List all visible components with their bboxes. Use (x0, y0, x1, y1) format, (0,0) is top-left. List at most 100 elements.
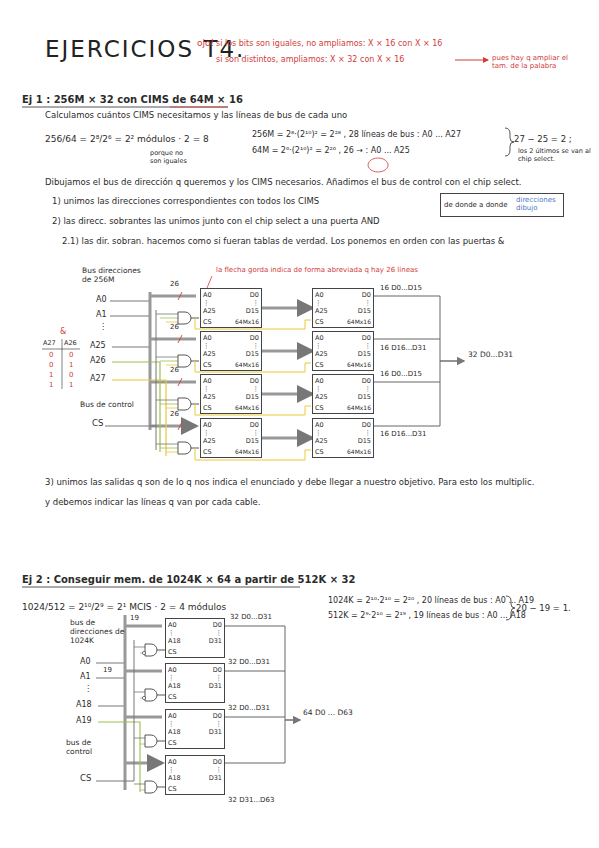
control-wire (96, 640, 134, 781)
note-text: 16 D16...D31 (380, 344, 426, 352)
pin-label: A0 ⋮ A18 (168, 666, 184, 690)
pin-label: CS (315, 318, 324, 326)
note-text: A26 (64, 340, 77, 348)
control-wire (105, 310, 156, 450)
memory-chip: A0 ⋮ A25CSD0 ⋮ D1564Mx16 (200, 418, 262, 458)
brace (505, 128, 514, 156)
note-text: Ej 2 : Conseguir mem. de 1024K × 64 a pa… (22, 574, 355, 586)
note-text: 2) las direcc. sobrantes las unimos junt… (52, 216, 380, 226)
note-text: 0 (69, 371, 73, 379)
gate-input (134, 647, 145, 784)
data-wire (374, 296, 440, 426)
gate-output (191, 318, 199, 448)
note-text: 1 (69, 381, 73, 389)
note-text: si los bits son iguales, no ampliamos: X… (216, 39, 442, 49)
note-text: 20 − 19 = 1. (516, 603, 571, 613)
pin-label: D0 ⋮ D31 (206, 758, 222, 782)
chip-select-wire (195, 318, 311, 460)
note-text: CS (80, 773, 91, 783)
note-text: 0 (49, 361, 53, 369)
pin-label: CS (168, 739, 177, 747)
page-title: EJERCICIOS T4. (45, 36, 245, 64)
note-text: A1 (96, 310, 107, 320)
pin-label: CS (315, 361, 324, 369)
note-text: bus de control (66, 738, 108, 756)
pin-label: CS (315, 448, 324, 456)
note-text: ⋮ (84, 684, 92, 694)
note-text: porque no son iguales (150, 150, 195, 166)
chip-model: 64Mx16 (347, 404, 371, 412)
note-text: 2.1) las dir. sobran. hacemos como si fu… (62, 236, 592, 246)
pin-label: A0 ⋮ A25 (203, 334, 219, 358)
note-text: 1) unimos las direcciones correspondient… (52, 196, 319, 206)
heading-underline (22, 107, 228, 108)
chip-model: 64Mx16 (235, 448, 259, 456)
pin-label: A0 ⋮ A25 (203, 377, 219, 401)
note-text: 32 D0...D31 (468, 350, 513, 359)
memory-chip: A0 ⋮ A18CSD0 ⋮ D31 (165, 663, 225, 703)
address-connector (262, 350, 312, 353)
address-connector (262, 393, 312, 396)
chip-model: 64Mx16 (235, 361, 259, 369)
note-text: ojo! (197, 38, 214, 49)
pin-label: D0 ⋮ D15 (243, 334, 259, 358)
note-text: A27 (90, 374, 106, 384)
memory-chip: A0 ⋮ A25CSD0 ⋮ D1564Mx16 (312, 374, 374, 414)
note-text: Bus de control (80, 400, 134, 409)
box-text: direcciones dibujo (516, 196, 560, 213)
note-text: 1024K = 2¹⁰·2¹⁰ = 2²⁰ , 20 líneas de bus… (328, 596, 534, 606)
memory-chip: A0 ⋮ A25CSD0 ⋮ D1564Mx16 (312, 418, 374, 458)
address-bus (149, 292, 152, 430)
note-text: Ej 1 : 256M × 32 con CIMS de 64M × 16 (22, 94, 243, 106)
note-text: 256/64 = 2⁸/2⁶ = 2² módulos · 2 = 8 (45, 134, 209, 145)
note-text: ⋮ (99, 322, 107, 332)
note-text: los 2 últimos se van al chip select. (518, 148, 596, 164)
note-text: 32 D31...D63 (228, 796, 274, 804)
note-text: 3) unimos las salidas q son de lo q nos … (45, 477, 593, 487)
note-text: CS (92, 418, 103, 428)
gate-input (140, 653, 145, 790)
note-text: si son distintos, ampliamos: X × 32 con … (216, 55, 404, 65)
pin-label: A0 ⋮ A25 (315, 421, 331, 445)
chip-model: 64Mx16 (347, 318, 371, 326)
memory-chip: A0 ⋮ A25CSD0 ⋮ D1564Mx16 (200, 288, 262, 328)
note-text: 19 (103, 666, 112, 674)
note-text: 26 (170, 366, 179, 374)
chip-model: 64Mx16 (235, 318, 259, 326)
memory-chip: A0 ⋮ A25CSD0 ⋮ D1564Mx16 (312, 288, 374, 328)
legend-box: de donde a dondedirecciones dibujo (440, 193, 564, 217)
data-wire (225, 626, 285, 763)
note-text: 1024/512 = 2¹⁰/2⁹ = 2¹ MCIS · 2 = 4 módu… (22, 602, 226, 613)
pin-label: CS (203, 318, 212, 326)
note-text: 32 D0...D31 (230, 613, 272, 621)
note-text: 256M = 2⁸·(2¹⁰)² = 2²⁸ , 28 líneas de bu… (252, 130, 461, 140)
note-text: 32 D0...D31 (228, 704, 270, 712)
data-output (440, 360, 464, 361)
gate-output (157, 650, 165, 787)
note-text: bus de direcciones de 1024K (70, 618, 125, 645)
note-text: 26 (170, 410, 179, 418)
pin-label: A0 ⋮ A18 (168, 621, 184, 645)
pin-label: A0 ⋮ A18 (168, 758, 184, 782)
leader-line (207, 276, 212, 288)
and-gate (145, 644, 157, 793)
note-text: 1 (49, 371, 53, 379)
note-text: 0 (69, 351, 73, 359)
address-connector (262, 307, 312, 310)
note-text: & (60, 327, 66, 337)
pin-label: A0 ⋮ A25 (315, 291, 331, 315)
pin-label: A0 ⋮ A25 (203, 421, 219, 445)
note-text: Dibujamos el bus de dirección q queremos… (45, 177, 593, 187)
note-text: A26 (90, 356, 106, 366)
pin-label: D0 ⋮ D31 (206, 621, 222, 645)
heading-underline (22, 587, 300, 588)
pin-label: CS (168, 648, 177, 656)
a27-wire (112, 380, 166, 456)
chip-model: 64Mx16 (347, 448, 371, 456)
note-text: A1 (80, 672, 91, 682)
memory-chip: A0 ⋮ A18CSD0 ⋮ D31 (165, 709, 225, 749)
note-text: pues hay q ampliar el tam. de la palabra (492, 54, 577, 71)
note-text: 26 (170, 323, 179, 331)
pin-label: A0 ⋮ A25 (203, 291, 219, 315)
pin-label: A0 ⋮ A18 (168, 712, 184, 736)
